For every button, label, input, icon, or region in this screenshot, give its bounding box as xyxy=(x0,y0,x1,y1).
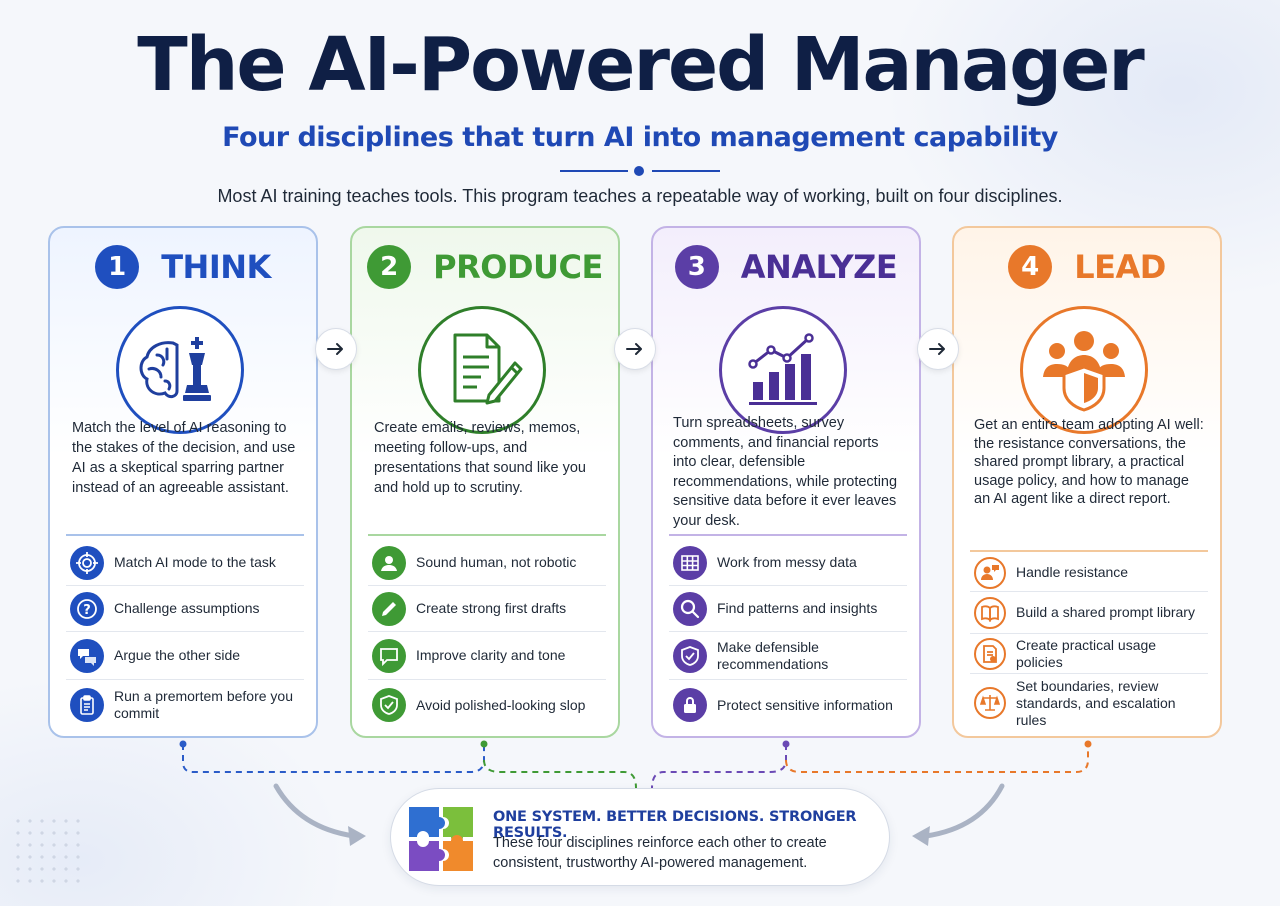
item-label: Set boundaries, review standards, and es… xyxy=(1016,677,1176,728)
shield-check-icon xyxy=(372,688,406,722)
person-chat-icon xyxy=(974,556,1006,589)
target-icon xyxy=(70,545,104,580)
item-label: Sound human, not robotic xyxy=(416,554,577,570)
item-list: Work from messy data Find patterns and i… xyxy=(669,540,907,730)
person-icon xyxy=(372,545,406,580)
item-label: Handle resistance xyxy=(1016,564,1129,580)
item-list: Match AI mode to the task ? Challenge as… xyxy=(66,540,304,730)
step-number-badge: 4 xyxy=(1008,245,1053,289)
next-arrow-button xyxy=(315,328,357,370)
item-label: Challenge assumptions xyxy=(114,600,260,616)
card-header: 1 THINK xyxy=(50,244,316,290)
shield-check-icon xyxy=(673,638,707,673)
item-label: Make defensible recommendations xyxy=(717,638,829,672)
arrow-right-icon xyxy=(626,343,642,355)
card-description: Get an entire team adopting AI well: the… xyxy=(974,417,1204,507)
card-description: Turn spreadsheets, survey comments, and … xyxy=(673,415,898,529)
arrow-right-icon xyxy=(327,343,343,355)
step-number-badge: 2 xyxy=(367,245,412,289)
next-arrow-button xyxy=(917,328,959,370)
list-item: Avoid polished-looking slop xyxy=(368,680,606,730)
item-label: Find patterns and insights xyxy=(717,600,878,616)
card-title: THINK xyxy=(161,248,271,286)
next-arrow-button xyxy=(614,328,656,370)
item-label: Create practical usage policies xyxy=(1016,636,1157,670)
item-label: Argue the other side xyxy=(114,647,241,663)
item-label: Match AI mode to the task xyxy=(114,554,276,570)
list-item: Create practical usage policies xyxy=(970,634,1208,674)
clipboard-icon xyxy=(70,688,104,722)
brain-chess-icon xyxy=(116,306,244,434)
scales-icon xyxy=(974,687,1006,719)
card-produce: 2 PRODUCE Create emails, reviews, memos,… xyxy=(350,226,620,738)
item-label: Avoid polished-looking slop xyxy=(416,696,586,713)
card-divider xyxy=(66,534,304,536)
document-pen-icon xyxy=(418,306,546,434)
lock-icon xyxy=(673,688,707,722)
team-shield-icon xyxy=(1020,306,1148,434)
list-item: Improve clarity and tone xyxy=(368,632,606,680)
summary-pill: ONE SYSTEM. BETTER DECISIONS. STRONGER R… xyxy=(390,788,890,886)
list-item: Sound human, not robotic xyxy=(368,540,606,586)
item-label: Run a premortem before you commit xyxy=(114,688,293,721)
arrow-right-icon xyxy=(929,343,945,355)
item-label: Build a shared prompt library xyxy=(1016,604,1195,620)
list-item: Build a shared prompt library xyxy=(970,592,1208,634)
summary-headline: ONE SYSTEM. BETTER DECISIONS. STRONGER R… xyxy=(493,809,857,841)
card-description: Match the level of AI reasoning to the s… xyxy=(72,420,296,496)
item-label: Create strong first drafts xyxy=(416,600,567,616)
list-item: Create strong first drafts xyxy=(368,586,606,632)
item-label: Improve clarity and tone xyxy=(416,647,566,663)
intro-text: Most AI training teaches tools. This pro… xyxy=(217,186,1063,206)
card-analyze: 3 ANALYZE Turn spreadsheets, survey comm… xyxy=(651,226,921,738)
list-item: Argue the other side xyxy=(66,632,304,680)
card-title: PRODUCE xyxy=(433,248,603,286)
step-number-badge: 1 xyxy=(95,245,140,289)
list-item: Match AI mode to the task xyxy=(66,540,304,586)
card-lead: 4 LEAD Get an entire team adopting AI we… xyxy=(952,226,1222,738)
list-item: Find patterns and insights xyxy=(669,586,907,632)
grid-icon xyxy=(673,545,707,580)
list-item: Protect sensitive information xyxy=(669,680,907,730)
card-think: 1 THINK Match the level of AI reasoning … xyxy=(48,226,318,738)
policy-doc-icon xyxy=(974,637,1006,670)
question-icon: ? xyxy=(70,591,104,626)
title-divider xyxy=(560,166,720,176)
speech-bubble-icon xyxy=(372,638,406,673)
list-item: Work from messy data xyxy=(669,540,907,586)
list-item: Run a premortem before you commit xyxy=(66,680,304,730)
item-list: Sound human, not robotic Create strong f… xyxy=(368,540,606,730)
card-header: 4 LEAD xyxy=(954,244,1220,290)
summary-body: These four disciplines reinforce each ot… xyxy=(493,835,827,871)
bar-chart-trend-icon xyxy=(719,306,847,434)
chat-bubbles-icon xyxy=(70,638,104,673)
card-title: ANALYZE xyxy=(740,248,898,286)
book-icon xyxy=(974,596,1006,629)
card-title: LEAD xyxy=(1074,248,1166,286)
magnifier-icon xyxy=(673,591,707,626)
item-label: Work from messy data xyxy=(717,554,857,570)
flow-connectors xyxy=(179,740,1092,846)
page-title: The AI-Powered Manager xyxy=(137,22,1145,108)
item-list: Handle resistance Build a shared prompt … xyxy=(970,554,1208,732)
svg-text:?: ? xyxy=(83,603,91,618)
card-divider xyxy=(669,534,907,536)
list-item: Make defensible recommendations xyxy=(669,632,907,680)
list-item: ? Challenge assumptions xyxy=(66,586,304,632)
dot-pattern xyxy=(12,815,82,885)
page-subtitle: Four disciplines that turn AI into manag… xyxy=(222,122,1058,153)
item-label: Protect sensitive information xyxy=(717,696,893,713)
card-divider xyxy=(368,534,606,536)
step-number-badge: 3 xyxy=(674,245,719,289)
list-item: Handle resistance xyxy=(970,554,1208,592)
card-header: 2 PRODUCE xyxy=(352,244,618,290)
card-description: Create emails, reviews, memos, meeting f… xyxy=(374,420,586,496)
card-divider xyxy=(970,550,1208,552)
pencil-icon xyxy=(372,591,406,626)
list-item: Set boundaries, review standards, and es… xyxy=(970,674,1208,732)
card-header: 3 ANALYZE xyxy=(653,244,919,290)
puzzle-icon xyxy=(409,807,473,871)
